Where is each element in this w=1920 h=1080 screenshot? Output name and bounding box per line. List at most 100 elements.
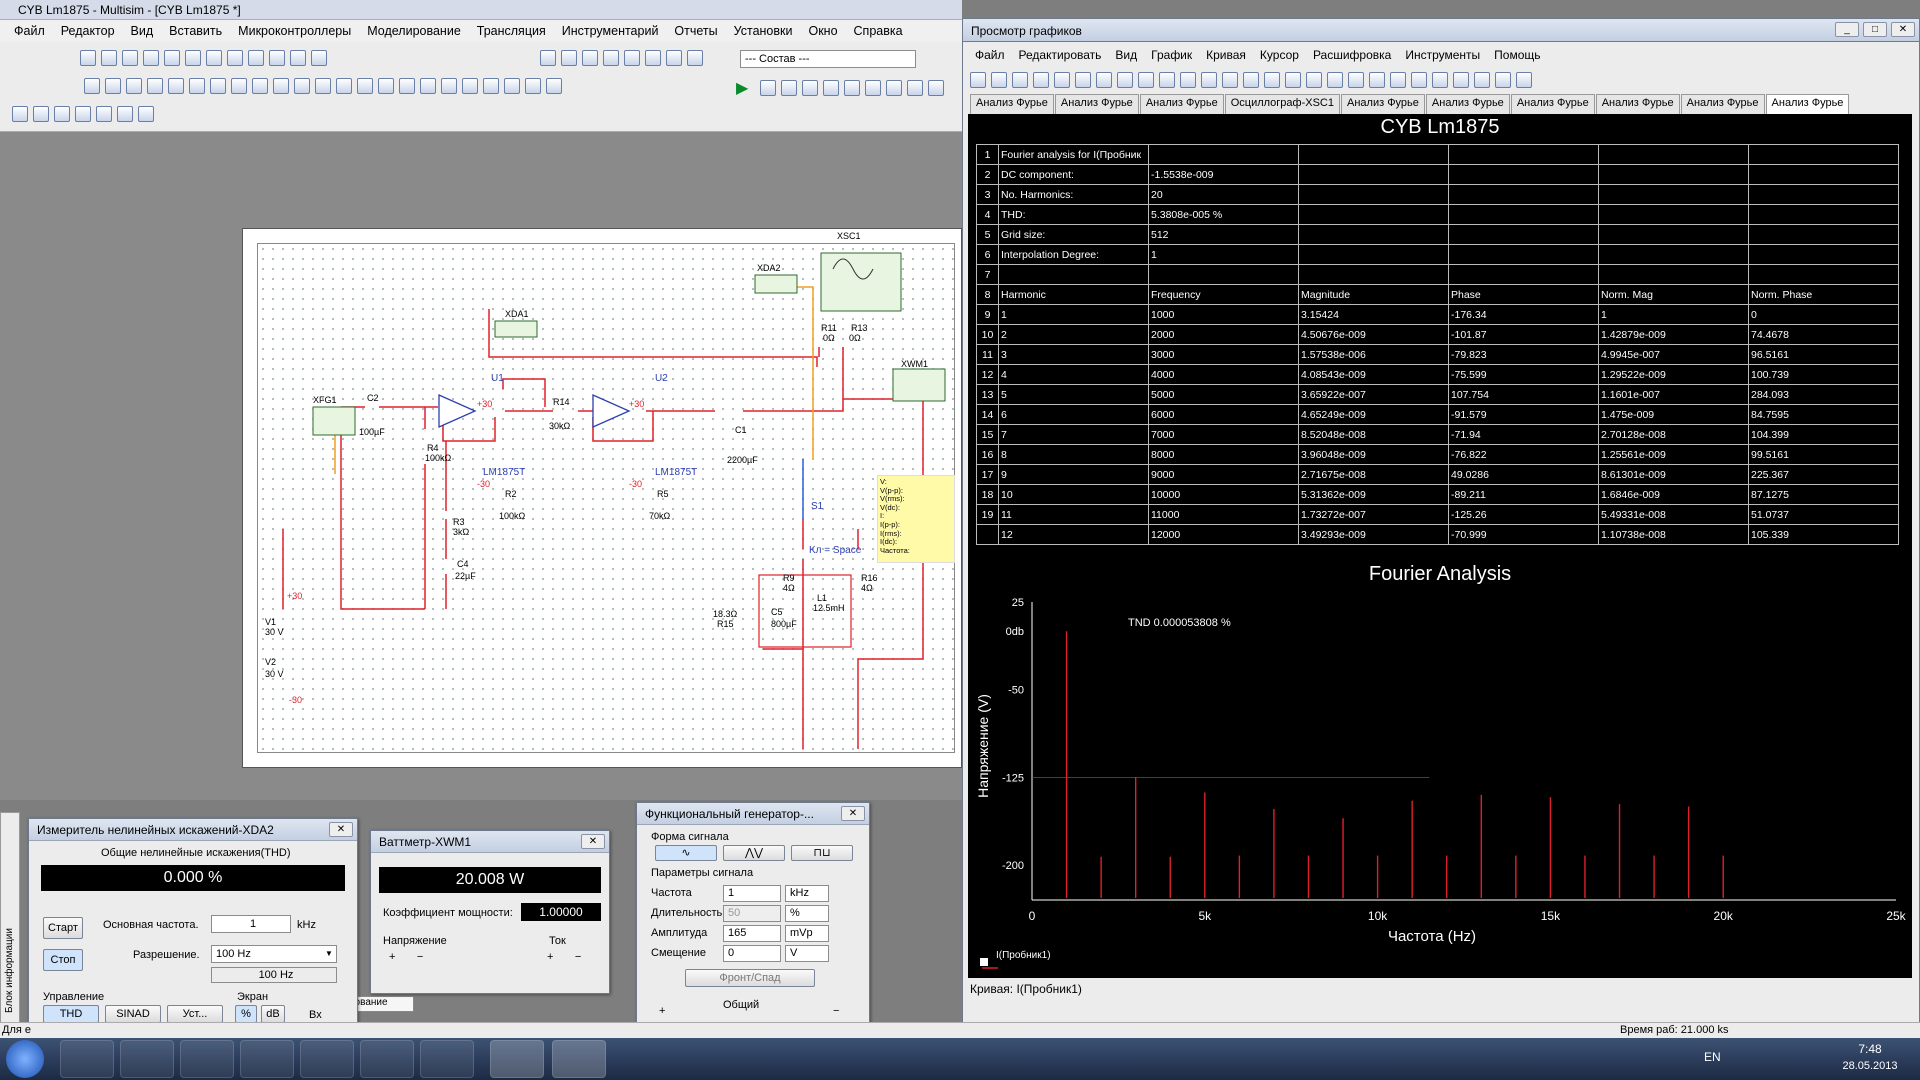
sinad-mode-button[interactable]: SINAD <box>105 1005 161 1023</box>
fgen-param-input[interactable]: 0 <box>723 945 781 962</box>
fgen-param-unit[interactable]: mVp <box>785 925 829 942</box>
chevron-down-icon[interactable]: ▼ <box>325 949 333 958</box>
menu-item[interactable]: Трансляция <box>476 24 546 38</box>
grapher-tab[interactable]: Анализ Фурье <box>1425 94 1510 114</box>
settings-button[interactable]: Уст... <box>167 1005 223 1023</box>
grapher-tab[interactable]: Анализ Фурье <box>1680 94 1765 114</box>
components-toolbar[interactable] <box>84 78 562 94</box>
menu-item[interactable]: Отчеты <box>674 24 718 38</box>
taskbar-app-shutdown[interactable] <box>60 1040 114 1078</box>
grapher-menu-item[interactable]: Помощь <box>1494 48 1541 62</box>
menu-item[interactable]: Установки <box>733 24 793 38</box>
plus-terminal[interactable]: + <box>659 1005 666 1017</box>
grapher-tab[interactable]: Анализ Фурье <box>1054 94 1139 114</box>
probe-info-box[interactable]: V:V(p-p):V(rms):V(dc):I:I(p-p):I(rms):I(… <box>877 475 955 563</box>
menu-item[interactable]: Микроконтроллеры <box>238 24 352 38</box>
fgen-param-input[interactable]: 50 <box>723 905 781 922</box>
grapher-menu-item[interactable]: Кривая <box>1206 48 1246 62</box>
grapher-tab[interactable]: Анализ Фурье <box>1765 94 1850 114</box>
current-plus-terminal[interactable]: + − <box>547 951 582 963</box>
menu-item[interactable]: Моделирование <box>367 24 461 38</box>
fgen-param-unit[interactable]: % <box>785 905 829 922</box>
menu-item[interactable]: Инструментарий <box>561 24 659 38</box>
side-info-panel[interactable]: Блок информации <box>0 812 20 1024</box>
taskbar-app-photoshop[interactable] <box>420 1040 474 1078</box>
taskbar-app-aimp[interactable] <box>120 1040 174 1078</box>
menu-item[interactable]: Окно <box>808 24 838 38</box>
bottom-tab[interactable]: рование <box>344 996 414 1012</box>
taskbar-app-grapher[interactable] <box>552 1040 606 1078</box>
fgen-param-input[interactable]: 165 <box>723 925 781 942</box>
schematic-grid[interactable] <box>257 243 955 753</box>
maximize-icon[interactable]: □ <box>1863 22 1887 37</box>
grapher-tab[interactable]: Анализ Фурье <box>970 94 1054 114</box>
grapher-tab[interactable]: Анализ Фурье <box>1510 94 1595 114</box>
start-button[interactable]: Старт <box>43 917 83 939</box>
grapher-tab[interactable]: Анализ Фурье <box>1341 94 1425 114</box>
start-menu-button[interactable] <box>6 1040 44 1078</box>
grapher-menu-item[interactable]: Редактировать <box>1018 48 1102 62</box>
taskbar-app-multisim[interactable] <box>490 1040 544 1078</box>
grapher-menu-item[interactable]: График <box>1151 48 1193 62</box>
table-row[interactable]: 7 <box>976 264 1899 285</box>
fourier-chart[interactable]: Fourier Analysis TND 0.000053808 % Напря… <box>968 556 1912 976</box>
taskbar-app-player[interactable] <box>360 1040 414 1078</box>
grapher-toolbar[interactable] <box>970 72 1532 88</box>
sim-controls[interactable] <box>760 80 944 96</box>
close-icon[interactable]: ✕ <box>1891 22 1915 37</box>
db-button[interactable]: dB <box>261 1005 285 1023</box>
function-generator-window[interactable]: Функциональный генератор-...✕ Форма сигн… <box>636 802 870 1032</box>
voltage-plus-terminal[interactable]: + − <box>389 951 424 963</box>
menu-item[interactable]: Вид <box>130 24 154 38</box>
grapher-tab[interactable]: Осциллограф-XSC1 <box>1224 94 1340 114</box>
fundamental-input[interactable]: 1 <box>211 915 291 933</box>
minus-terminal[interactable]: − <box>833 1005 840 1017</box>
menu-item[interactable]: Справка <box>853 24 903 38</box>
schematic-sheet[interactable]: XSC1 <box>242 228 962 768</box>
close-icon[interactable]: ✕ <box>581 834 605 849</box>
taskbar-app-yandex[interactable] <box>180 1040 234 1078</box>
stop-button[interactable]: Стоп <box>43 949 83 971</box>
menu-item[interactable]: Редактор <box>60 24 115 38</box>
square-wave-button[interactable]: ⊓⊔ <box>791 845 853 861</box>
grapher-menu-item[interactable]: Расшифровка <box>1312 48 1392 62</box>
grapher-menu-item[interactable]: Файл <box>975 48 1005 62</box>
grapher-menu-item[interactable]: Курсор <box>1259 48 1299 62</box>
percent-button[interactable]: % <box>235 1005 257 1023</box>
wattmeter-window[interactable]: Ваттметр-XWM1✕ 20.008 W Коэффициент мощн… <box>370 830 610 994</box>
file-toolbar[interactable] <box>80 50 327 66</box>
simulation-toolbar[interactable] <box>540 50 703 66</box>
taskbar-app-ie[interactable] <box>240 1040 294 1078</box>
grapher-tab[interactable]: Анализ Фурье <box>1139 94 1224 114</box>
language-indicator[interactable]: EN <box>1704 1050 1721 1064</box>
taskbar-app-explorer[interactable] <box>300 1040 354 1078</box>
menu-item[interactable]: Файл <box>14 24 45 38</box>
close-icon[interactable]: ✕ <box>329 822 353 837</box>
resolution-select[interactable]: 100 Hz <box>211 945 337 963</box>
run-simulation-icon[interactable]: ▶ <box>736 80 749 97</box>
menu-item[interactable]: Вставить <box>169 24 223 38</box>
minimize-icon[interactable]: _ <box>1835 22 1859 37</box>
fgen-param-unit[interactable]: V <box>785 945 829 962</box>
edge-button[interactable]: Фронт/Спад <box>685 969 815 987</box>
thd-mode-button[interactable]: THD <box>43 1005 99 1023</box>
